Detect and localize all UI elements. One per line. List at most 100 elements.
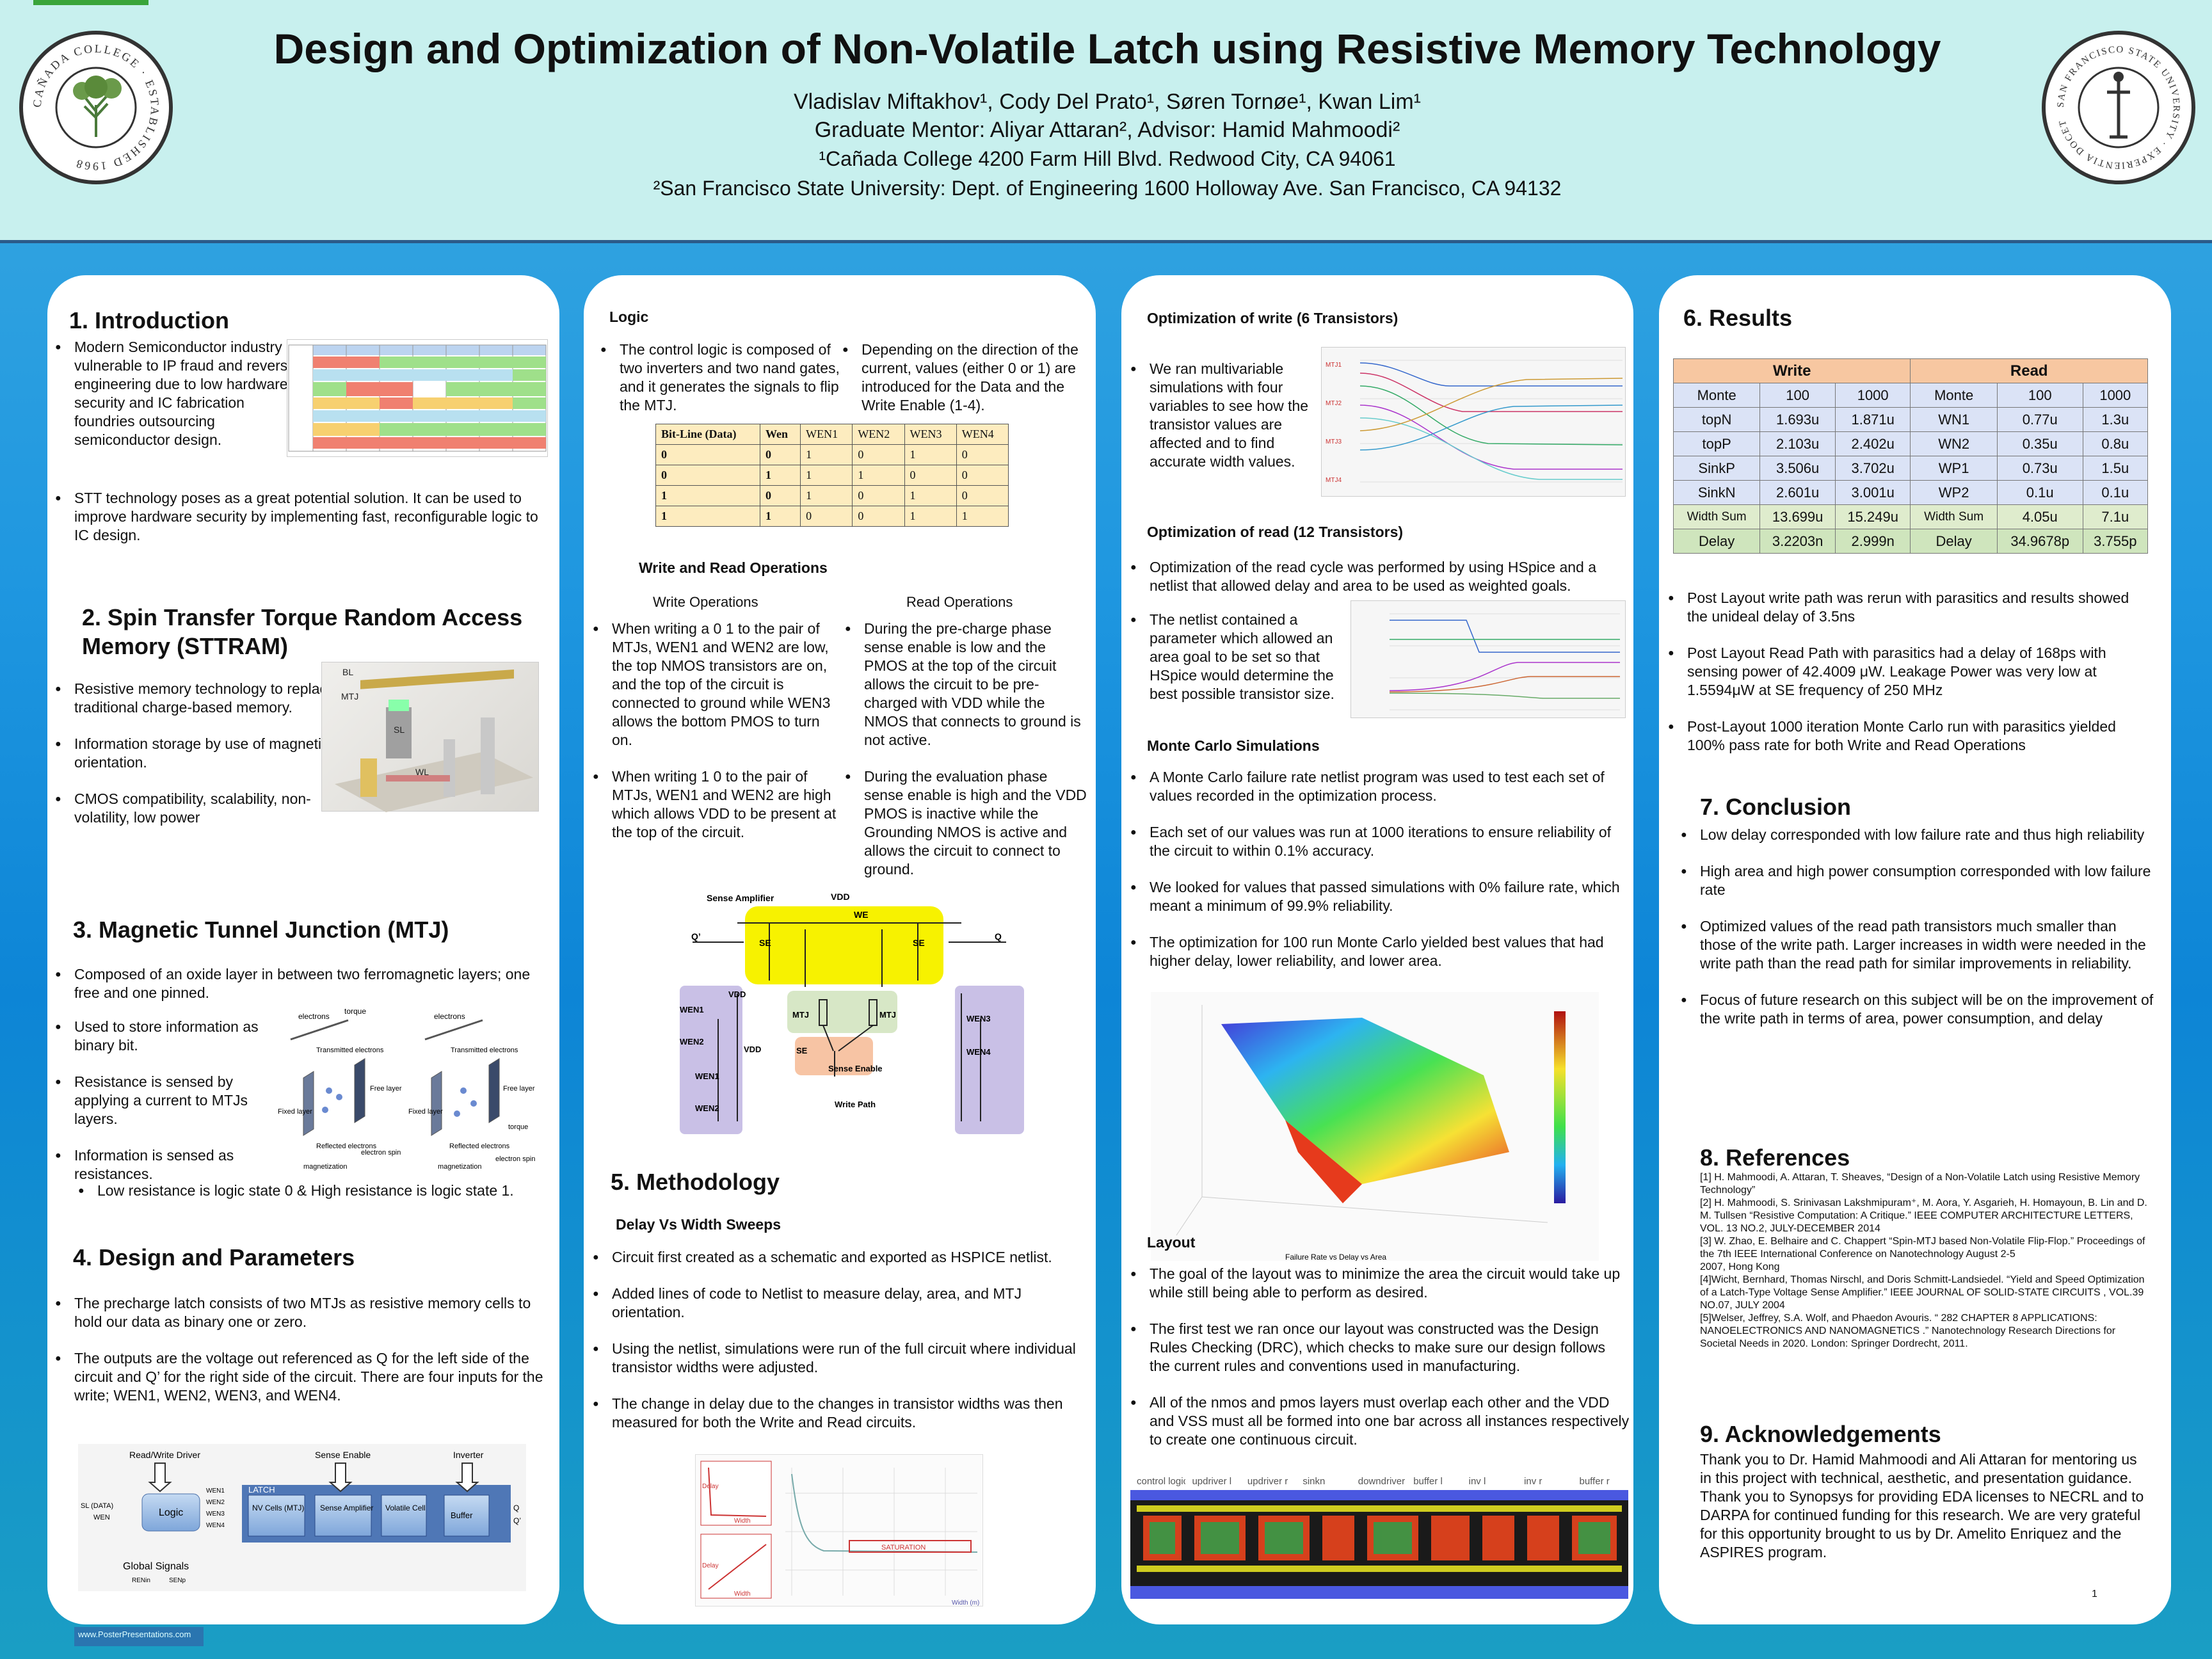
read-op-2: During the evaluation phase sense enable… [845, 767, 1091, 879]
column-3: Optimization of write (6 Transistors) We… [1121, 275, 1633, 1624]
width-axis-label: Width (m) [952, 1599, 979, 1607]
conclusion-heading: 7. Conclusion [1700, 794, 1852, 820]
poster-presentations-link[interactable]: www.PosterPresentations.com [74, 1627, 204, 1646]
se-left-label: SE [759, 938, 771, 948]
read-opt-list-2: The netlist contained a parameter which … [1130, 611, 1354, 721]
results-cell: 3.755p [2082, 529, 2149, 554]
se-right-label: SE [913, 938, 925, 948]
wen1-circuit-label-2: WEN1 [695, 1071, 719, 1081]
conclusion-bullet-4: Focus of future research on this subject… [1681, 991, 2154, 1028]
results-cell: WN1 [1910, 407, 1998, 432]
results-cell: 2.402u [1834, 431, 1911, 456]
layout-label: sinkn [1302, 1476, 1326, 1487]
sense-amp-label: Sense Amplifier [320, 1503, 373, 1512]
write-op-2: When writing 1 0 to the pair of MTJs, WE… [593, 767, 837, 842]
rw-driver-label: Read/Write Driver [129, 1450, 200, 1460]
wen1-circuit-label: WEN1 [680, 1005, 704, 1014]
qprime-out-label: Q’ [691, 931, 701, 942]
latch-label: LATCH [248, 1485, 275, 1495]
wen-cell: 1 [956, 506, 1009, 527]
reference-item: [2] H. Mahmoodi, S. Srinivasan Lakshmipu… [1700, 1198, 2147, 1234]
mtj-electrons-1: electrons [298, 1012, 330, 1021]
write-op-1: When writing a 0 1 to the pair of MTJs, … [593, 620, 837, 749]
mtj-label: MTJ [341, 691, 358, 701]
ack-text: Thank you to Dr. Hamid Mahmoodi and Ali … [1700, 1451, 2144, 1560]
wen-cell: 0 [852, 444, 905, 465]
mtj-bullet-5: Low resistance is logic state 0 & High r… [78, 1182, 552, 1201]
q-label: Q [513, 1503, 519, 1512]
write-opt-heading: Optimization of write (6 Transistors) [1147, 310, 1399, 326]
results-cell: 1.693u [1759, 407, 1836, 432]
mtj-heading: 3. Magnetic Tunnel Junction (MTJ) [73, 917, 449, 943]
method-bullet-2: Added lines of code to Netlist to measur… [593, 1285, 1086, 1322]
wen-cell: 0 [655, 444, 761, 465]
layout-bullet-2: The first test we ran once our layout wa… [1130, 1320, 1630, 1375]
vdd-left-label: VDD [728, 990, 746, 999]
results-cell: 3.702u [1834, 456, 1911, 481]
wen-cell: 0 [852, 506, 905, 527]
results-cell: WN2 [1910, 431, 1998, 456]
results-cell: 3.506u [1759, 456, 1836, 481]
results-cell: 3.2203n [1759, 529, 1836, 554]
mtj-bullet-2: Used to store information as binary bit. [55, 1018, 260, 1055]
write-opt-waveforms: MTJ1 MTJ2 MTJ3 MTJ4 [1321, 347, 1626, 497]
results-heading: 6. Results [1683, 305, 1793, 331]
results-cell: topP [1672, 431, 1761, 456]
sl-label: SL [394, 725, 405, 735]
logic-label: Logic [159, 1507, 183, 1518]
wen4-circuit-label: WEN4 [966, 1047, 991, 1057]
mc-heading: Monte Carlo Simulations [1147, 737, 1320, 754]
wen-cell: 1 [904, 444, 957, 465]
wen-cell: 1 [904, 506, 957, 527]
wen-cell: 0 [904, 465, 957, 486]
results-bullet-1: Post Layout write path was rerun with pa… [1668, 589, 2142, 626]
mtj-list-1: Composed of an oxide layer in between tw… [55, 965, 554, 1020]
mtj-right-label: MTJ [879, 1010, 896, 1020]
references-list: [1] H. Mahmoodi, A. Attaran, T. Sheaves,… [1700, 1171, 2149, 1350]
wen-col-header: WEN2 [852, 424, 905, 445]
wen-cell: 0 [956, 485, 1009, 506]
methodology-heading: 5. Methodology [611, 1169, 780, 1195]
results-cell: 2.999n [1834, 529, 1911, 554]
read-ops-heading: Read Operations [906, 594, 1013, 610]
volatile-cell-label: Volatile Cell [385, 1503, 426, 1512]
sense-enable-circuit-label: Sense Enable [828, 1064, 883, 1073]
results-cell: WP2 [1910, 480, 1998, 505]
wen3-label: WEN3 [206, 1511, 225, 1518]
sttram-heading: 2. Spin Transfer Torque Random Access Me… [82, 604, 523, 659]
write-sig-1: MTJ1 [1326, 362, 1342, 369]
results-cell: 2.103u [1759, 431, 1836, 456]
introduction-list: Modern Semiconductor industry is vulnera… [55, 338, 305, 467]
logic-list-2: Depending on the direction of the curren… [842, 341, 1092, 433]
block-diagram: Read/Write Driver Sense Enable Inverter … [78, 1444, 526, 1591]
layout-label: updriver r [1247, 1476, 1288, 1487]
wen-cell: 1 [655, 485, 761, 506]
wen-cell: 1 [800, 465, 853, 486]
intro-bullet-2: STT technology poses as a great potentia… [55, 489, 554, 545]
write-ops-heading: Write Operations [653, 594, 758, 610]
results-col-header: 100 [1996, 383, 2083, 408]
wen-label: WEN [93, 1514, 110, 1521]
wen-cell: 1 [904, 485, 957, 506]
wen2-label: WEN2 [206, 1499, 225, 1506]
column-2: Logic The control logic is composed of t… [584, 275, 1096, 1624]
reference-item: [4]Wicht, Bernhard, Thomas Nirschl, and … [1700, 1274, 2145, 1311]
wen-cell: 1 [800, 485, 853, 506]
senp-label: SENp [169, 1577, 186, 1584]
read-op-1: During the pre-charge phase sense enable… [845, 620, 1091, 749]
mtj-list-2: Used to store information as binary bit.… [55, 1018, 260, 1201]
layout-heading: Layout [1147, 1234, 1196, 1251]
mtj-free-2: Free layer [503, 1085, 535, 1093]
results-cell: 0.1u [1996, 480, 2083, 505]
layout-label: buffer l [1413, 1476, 1443, 1487]
column-1: 1. Introduction Modern Semiconductor ind… [47, 275, 559, 1624]
results-cell: Delay [1910, 529, 1998, 554]
results-cell: SinkN [1672, 480, 1761, 505]
results-cell: 15.249u [1834, 504, 1911, 529]
wen-col-header: WEN4 [956, 424, 1009, 445]
